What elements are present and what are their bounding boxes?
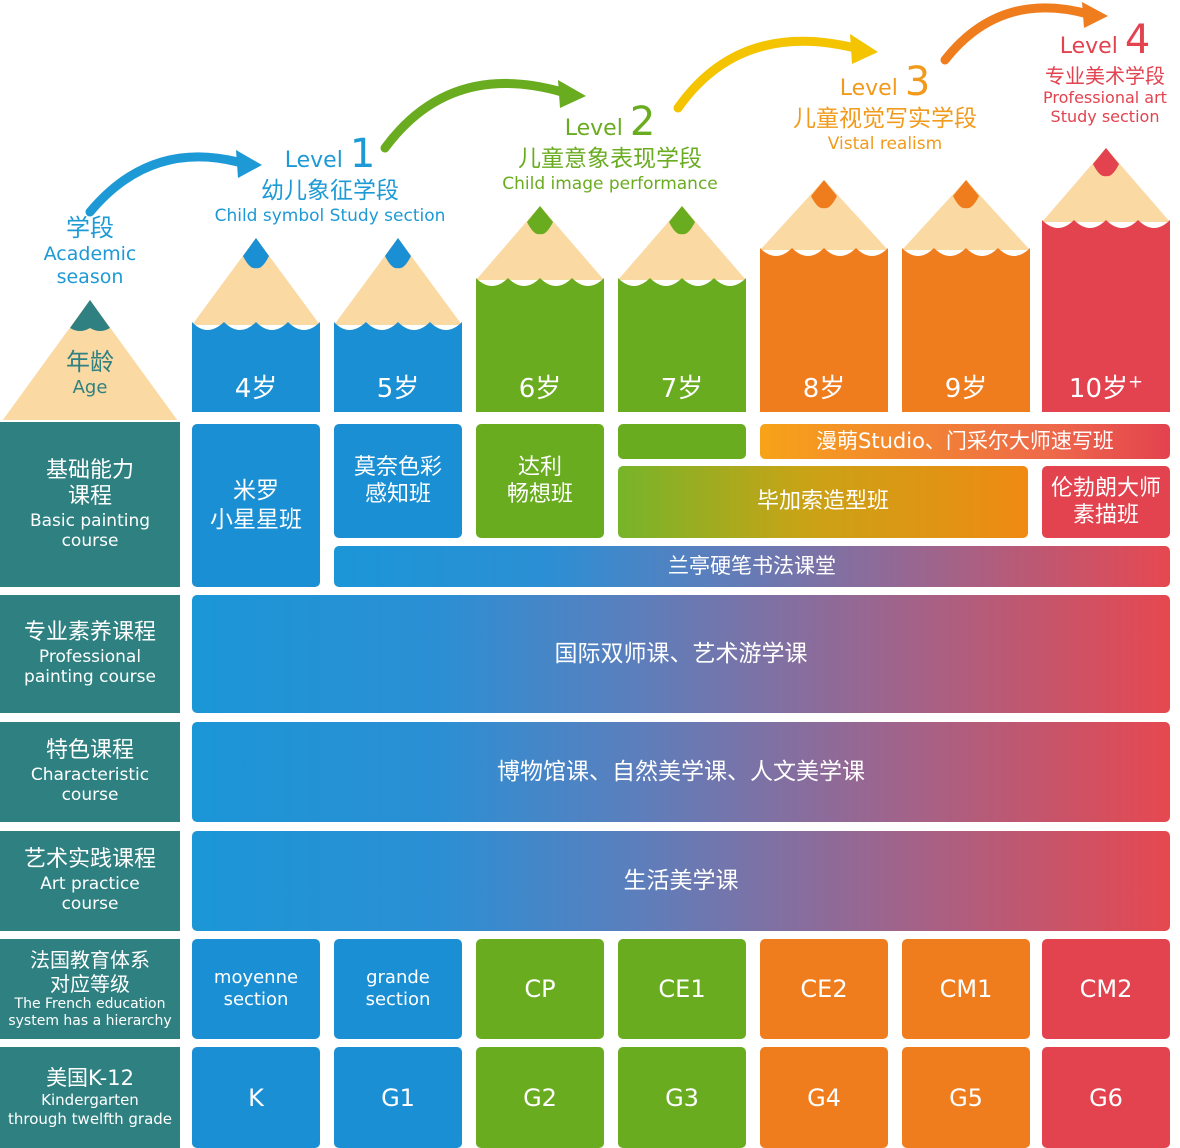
- row-professional-label: 专业素养课程 Professional painting course: [0, 595, 180, 713]
- us-grade-2: G1: [334, 1047, 462, 1148]
- pencil-col-2-icon: [334, 238, 462, 412]
- age-10: 10岁+: [1068, 371, 1144, 404]
- french-grade-5: CE2: [760, 939, 888, 1039]
- arrow-3-icon: [673, 36, 860, 113]
- us-grade-3: G2: [476, 1047, 604, 1148]
- course-miluo: 米罗小星星班: [192, 424, 320, 587]
- us-grade-4: G3: [618, 1047, 746, 1148]
- level-1-header: Level 1 幼儿象征学段 Child symbol Study sectio…: [214, 131, 446, 226]
- pencil-tips-graphic: [0, 2, 1170, 420]
- french-grade-3: CP: [476, 939, 604, 1039]
- level-4-header: Level 4 专业美术学段 Professional art Study se…: [1043, 17, 1167, 127]
- arrow-2-icon: [380, 78, 567, 153]
- course-lanting: 兰亭硬笔书法课堂: [334, 546, 1170, 587]
- pencil-col-1-icon: [192, 238, 320, 412]
- level-3-header: Level 3 儿童视觉写实学段 Vistal realism: [793, 59, 977, 154]
- pencil-col-6-icon: [902, 180, 1030, 412]
- row-basic-label: 基础能力 课程 Basic painting course: [0, 422, 180, 587]
- us-grade-7: G6: [1042, 1047, 1170, 1148]
- pencil-col-5-icon: [760, 180, 888, 412]
- pencil-col-4-icon: [618, 206, 746, 412]
- arrow-1-icon: [85, 152, 243, 217]
- pencil-col-3-icon: [476, 206, 604, 412]
- course-manmeng: 漫萌Studio、门采尔大师速写班: [760, 424, 1170, 459]
- course-picasso: 毕加索造型班: [618, 466, 1028, 538]
- age-8: 8岁: [802, 374, 846, 404]
- age-5: 5岁: [376, 374, 420, 404]
- age-pencil-icon: [0, 300, 180, 420]
- course-museum: 博物馆课、自然美学课、人文美学课: [192, 722, 1170, 822]
- age-9: 9岁: [944, 374, 988, 404]
- course-international: 国际双师课、艺术游学课: [192, 595, 1170, 713]
- course-spacer-green: [618, 424, 746, 459]
- us-grade-1: K: [192, 1047, 320, 1148]
- us-grade-5: G4: [760, 1047, 888, 1148]
- age-7: 7岁: [660, 374, 704, 404]
- french-grade-6: CM1: [902, 939, 1030, 1039]
- arrow-4-icon: [940, 3, 1093, 65]
- row-practice-label: 艺术实践课程 Art practice course: [0, 831, 180, 931]
- course-life: 生活美学课: [192, 831, 1170, 931]
- course-dali: 达利畅想班: [476, 424, 604, 538]
- age-6: 6岁: [518, 374, 562, 404]
- french-grade-4: CE1: [618, 939, 746, 1039]
- row-us-label: 美国K-12 Kindergarten through twelfth grad…: [0, 1047, 180, 1148]
- course-rembrandt: 伦勃朗大师素描班: [1042, 466, 1170, 538]
- academic-season-label: 学段 Academic season: [43, 214, 137, 288]
- row-characteristic-label: 特色课程 Characteristic course: [0, 722, 180, 822]
- course-monet: 莫奈色彩感知班: [334, 424, 462, 538]
- age-label: 年龄 Age: [66, 348, 114, 398]
- pencil-col-7-icon: [1042, 148, 1170, 412]
- row-french-label: 法国教育体系 对应等级 The French education system …: [0, 939, 180, 1039]
- us-grade-6: G5: [902, 1047, 1030, 1148]
- french-grade-7: CM2: [1042, 939, 1170, 1039]
- age-4: 4岁: [234, 374, 278, 404]
- level-2-header: Level 2 儿童意象表现学段 Child image performance: [502, 99, 718, 194]
